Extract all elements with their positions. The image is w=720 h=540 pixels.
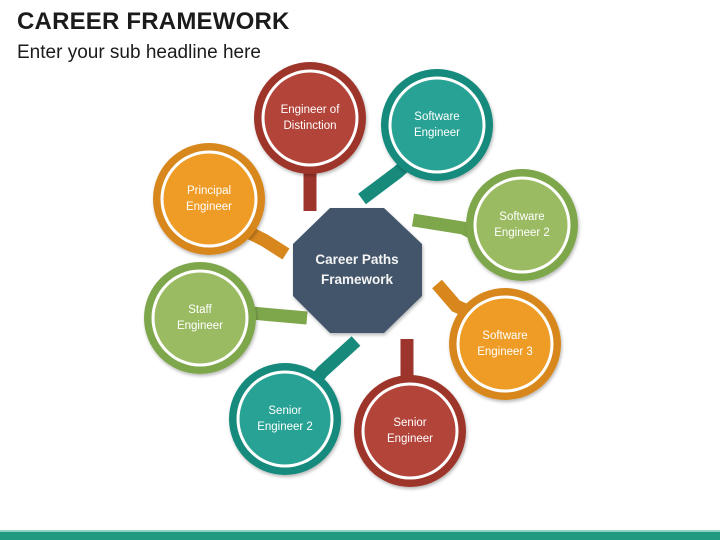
center-octagon bbox=[293, 208, 422, 333]
slide-subtitle: Enter your sub headline here bbox=[17, 42, 261, 63]
node-senior-engineer-2 bbox=[229, 363, 341, 475]
footer-accent-bar bbox=[0, 530, 720, 540]
node-disc bbox=[459, 298, 551, 390]
node-disc bbox=[163, 153, 255, 245]
node-disc bbox=[154, 272, 246, 364]
node-disc bbox=[391, 79, 483, 171]
footer-highlight-line bbox=[0, 530, 720, 532]
node-software-engineer-3 bbox=[449, 288, 561, 400]
node-disc bbox=[476, 179, 568, 271]
node-disc bbox=[364, 385, 456, 477]
node-disc bbox=[264, 72, 356, 164]
node-senior-engineer bbox=[354, 375, 466, 487]
slide-title: CAREER FRAMEWORK bbox=[17, 8, 290, 35]
node-staff-engineer bbox=[144, 262, 256, 374]
footer-main-bar bbox=[0, 532, 720, 540]
node-principal-engineer bbox=[153, 143, 265, 255]
node-disc bbox=[239, 373, 331, 465]
node-software-engineer bbox=[381, 69, 493, 181]
node-software-engineer-2 bbox=[466, 169, 578, 281]
node-engineer-of-distinction bbox=[254, 62, 366, 174]
